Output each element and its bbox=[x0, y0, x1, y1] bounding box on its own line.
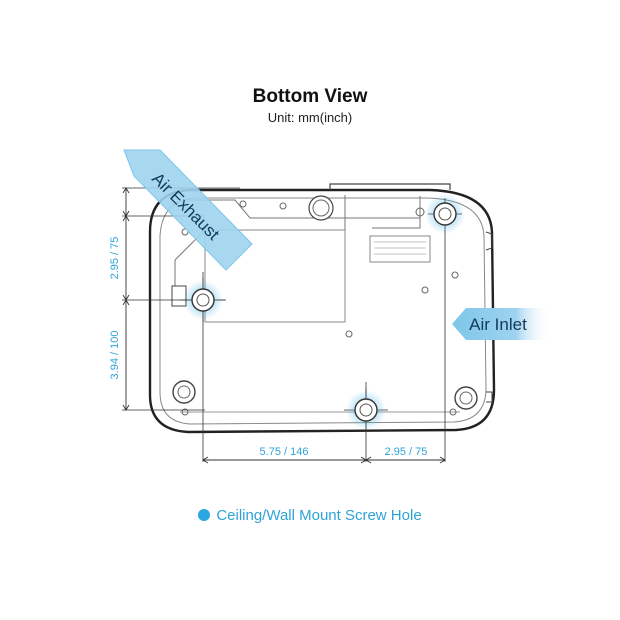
horizontal-dimension-lines bbox=[202, 456, 446, 464]
page-subtitle: Unit: mm(inch) bbox=[267, 110, 353, 125]
air-inlet-callout: Air Inlet bbox=[452, 308, 550, 340]
mount-hole-bottom bbox=[346, 390, 386, 430]
vertical-dimension-lines bbox=[122, 187, 130, 411]
dimension-horizontal-left: 5.75 / 146 bbox=[260, 446, 309, 458]
dimension-vertical-top: 2.95 / 75 bbox=[109, 237, 121, 280]
dimension-horizontal-right: 2.95 / 75 bbox=[385, 446, 428, 458]
page-title: Bottom View bbox=[252, 86, 368, 107]
dimension-vertical-bottom: 3.94 / 100 bbox=[109, 331, 121, 380]
legend: Ceiling/Wall Mount Screw Hole bbox=[0, 507, 620, 524]
legend-label: Ceiling/Wall Mount Screw Hole bbox=[216, 507, 422, 524]
mount-hole-top-right bbox=[425, 194, 465, 234]
mount-hole-legend-icon bbox=[198, 509, 211, 521]
air-inlet-label: Air Inlet bbox=[469, 315, 527, 334]
mount-hole-left bbox=[183, 280, 223, 320]
